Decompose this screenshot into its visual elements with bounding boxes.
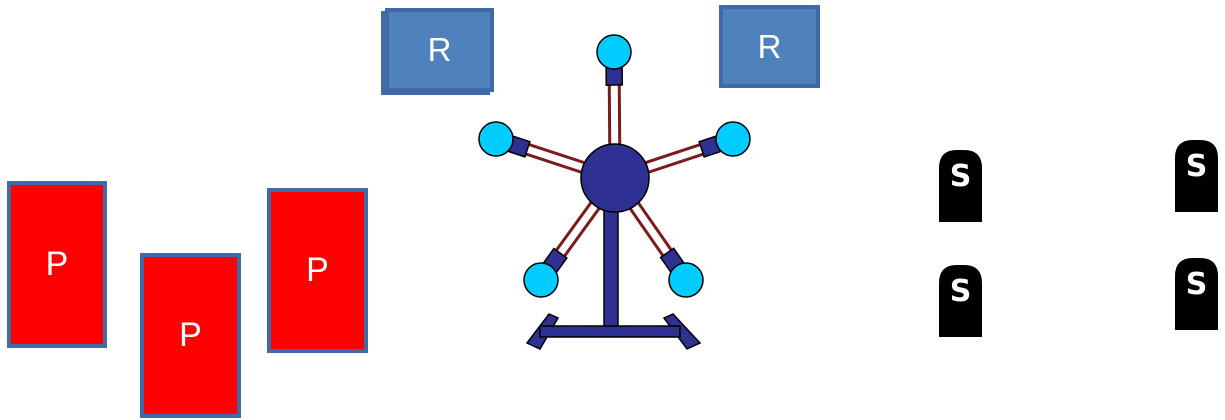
p-card-2: P [140, 253, 241, 418]
s-tag-shape [1175, 140, 1218, 212]
s-tag-shape [939, 265, 982, 337]
s-tag-label: S [1186, 149, 1208, 184]
wheel-hub [580, 143, 650, 213]
s-tag: S [939, 150, 982, 222]
r-box-label: R [757, 27, 782, 65]
p-card-1: P [7, 181, 107, 348]
p-card-label: P [306, 251, 329, 289]
s-tag: S [1175, 140, 1218, 212]
s-tag: S [1175, 258, 1218, 330]
s-tag-shape [1175, 258, 1218, 330]
s-tag-label: S [1186, 267, 1208, 302]
wheel-bulb [596, 34, 632, 70]
wheel-bulb [523, 262, 559, 298]
s-tag: S [939, 265, 982, 337]
p-card-label: P [45, 245, 69, 283]
r-box-left: R [385, 8, 494, 92]
wheel-bulb [715, 121, 751, 157]
wheel-bulb [668, 262, 704, 298]
wheel-bulb [478, 121, 514, 157]
s-tag-label: S [950, 159, 972, 194]
p-card-3: P [267, 188, 368, 353]
s-tag-shape [939, 150, 982, 222]
r-box-label: R [427, 31, 452, 68]
r-box-right: R [719, 5, 820, 88]
s-tag-label: S [950, 274, 972, 309]
p-card-label: P [179, 316, 202, 354]
wheel-stand [525, 194, 702, 350]
